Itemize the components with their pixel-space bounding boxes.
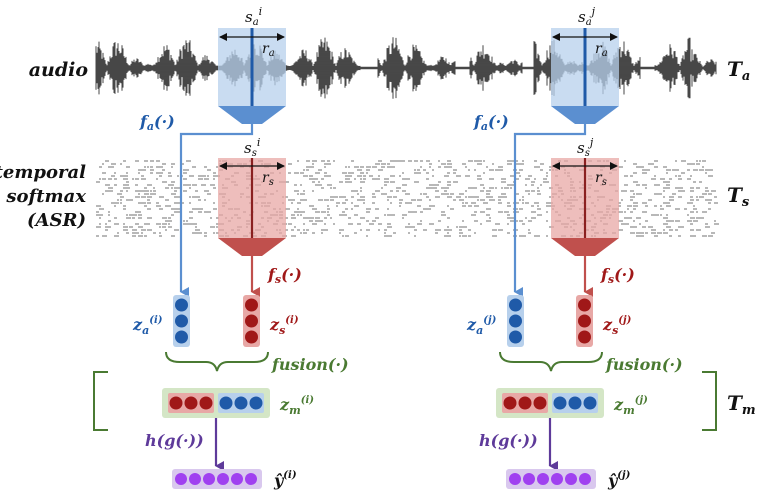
y-node <box>175 473 187 485</box>
asr-row-label-line2: softmax <box>5 186 86 207</box>
zm-node <box>169 396 183 410</box>
zs-node <box>245 298 258 312</box>
asr-s-label-j: ssj <box>577 136 594 159</box>
asr-row-label-line1: temporal <box>0 162 86 183</box>
fa-label-j: fa(·) <box>473 112 509 133</box>
fa-arrow-i <box>179 124 254 297</box>
asr-softmax-band <box>96 160 719 237</box>
zs-label-i: zs(i) <box>269 315 299 337</box>
y-node <box>245 473 257 485</box>
audio-r-label-j: ra <box>595 41 608 59</box>
y-node <box>231 473 243 485</box>
audio-r-label-i: ra <box>262 41 275 59</box>
zm-label-j: zm(j) <box>613 395 648 417</box>
audio-s-label-j: saj <box>578 5 596 28</box>
asr-r-label-j: rs <box>595 170 607 188</box>
hg-label-i: h(g(·)) <box>145 431 204 450</box>
zm-node <box>503 396 517 410</box>
column-j: saj ra fa(·) ssj rs fs(·) za(j <box>466 5 683 490</box>
ta-label: Ta <box>727 57 750 84</box>
y-node <box>537 473 549 485</box>
audio-row-label: audio <box>29 59 89 81</box>
za-label-i: za(i) <box>132 315 163 337</box>
zm-node <box>249 396 263 410</box>
fs-label-j: fs(·) <box>600 265 635 286</box>
fa-label-i: fa(·) <box>139 112 175 133</box>
y-node <box>551 473 563 485</box>
audio-s-label-i: sai <box>245 5 262 28</box>
zs-node <box>245 330 258 344</box>
asr-funnel-i <box>218 238 286 256</box>
fusion-label-i: fusion(·) <box>271 355 349 374</box>
asr-row-label-line3: (ASR) <box>27 210 86 231</box>
zm-node <box>553 396 567 410</box>
zm-node <box>184 396 198 410</box>
za-node <box>175 314 188 328</box>
zm-node <box>568 396 582 410</box>
fa-arrow-j <box>513 124 587 297</box>
fusion-label-j: fusion(·) <box>605 355 683 374</box>
za-node <box>509 298 522 312</box>
audio-waveform <box>95 37 717 99</box>
zs-node <box>578 314 591 328</box>
y-node <box>203 473 215 485</box>
zm-node <box>533 396 547 410</box>
y-node <box>523 473 535 485</box>
ts-label: Ts <box>727 183 750 210</box>
asr-s-label-i: ssi <box>244 136 260 159</box>
zs-node <box>245 314 258 328</box>
column-i: sai ra fa(·) ssi rs fs(·) za(i <box>132 5 349 490</box>
fs-label-i: fs(·) <box>267 265 302 286</box>
asr-noise-texture <box>96 160 719 237</box>
za-node <box>175 298 188 312</box>
y-label-i: ŷ(i) <box>273 470 297 490</box>
y-node <box>565 473 577 485</box>
asr-funnel-j <box>551 238 619 256</box>
zm-node <box>219 396 233 410</box>
y-node <box>217 473 229 485</box>
asr-r-label-i: rs <box>262 170 274 188</box>
za-node <box>509 330 522 344</box>
za-node <box>175 330 188 344</box>
tm-label: Tm <box>727 391 756 418</box>
y-node <box>509 473 521 485</box>
tm-left-bracket <box>93 371 108 431</box>
fusion-brace-j <box>499 351 603 372</box>
zs-node <box>578 330 591 344</box>
y-node <box>189 473 201 485</box>
za-label-j: za(j) <box>466 315 497 337</box>
tm-right-bracket <box>702 371 717 431</box>
zs-label-j: zs(j) <box>602 315 632 337</box>
y-label-j: ŷ(j) <box>607 470 631 490</box>
zm-node <box>518 396 532 410</box>
audio-funnel-i <box>218 106 286 124</box>
audio-funnel-j <box>551 106 619 124</box>
hg-label-j: h(g(·)) <box>479 431 538 450</box>
zm-label-i: zm(i) <box>279 395 314 417</box>
fusion-brace-i <box>165 351 269 372</box>
zm-node <box>199 396 213 410</box>
waveform-trace <box>95 37 717 99</box>
zm-node <box>583 396 597 410</box>
zm-node <box>234 396 248 410</box>
y-node <box>579 473 591 485</box>
za-node <box>509 314 522 328</box>
zs-node <box>578 298 591 312</box>
